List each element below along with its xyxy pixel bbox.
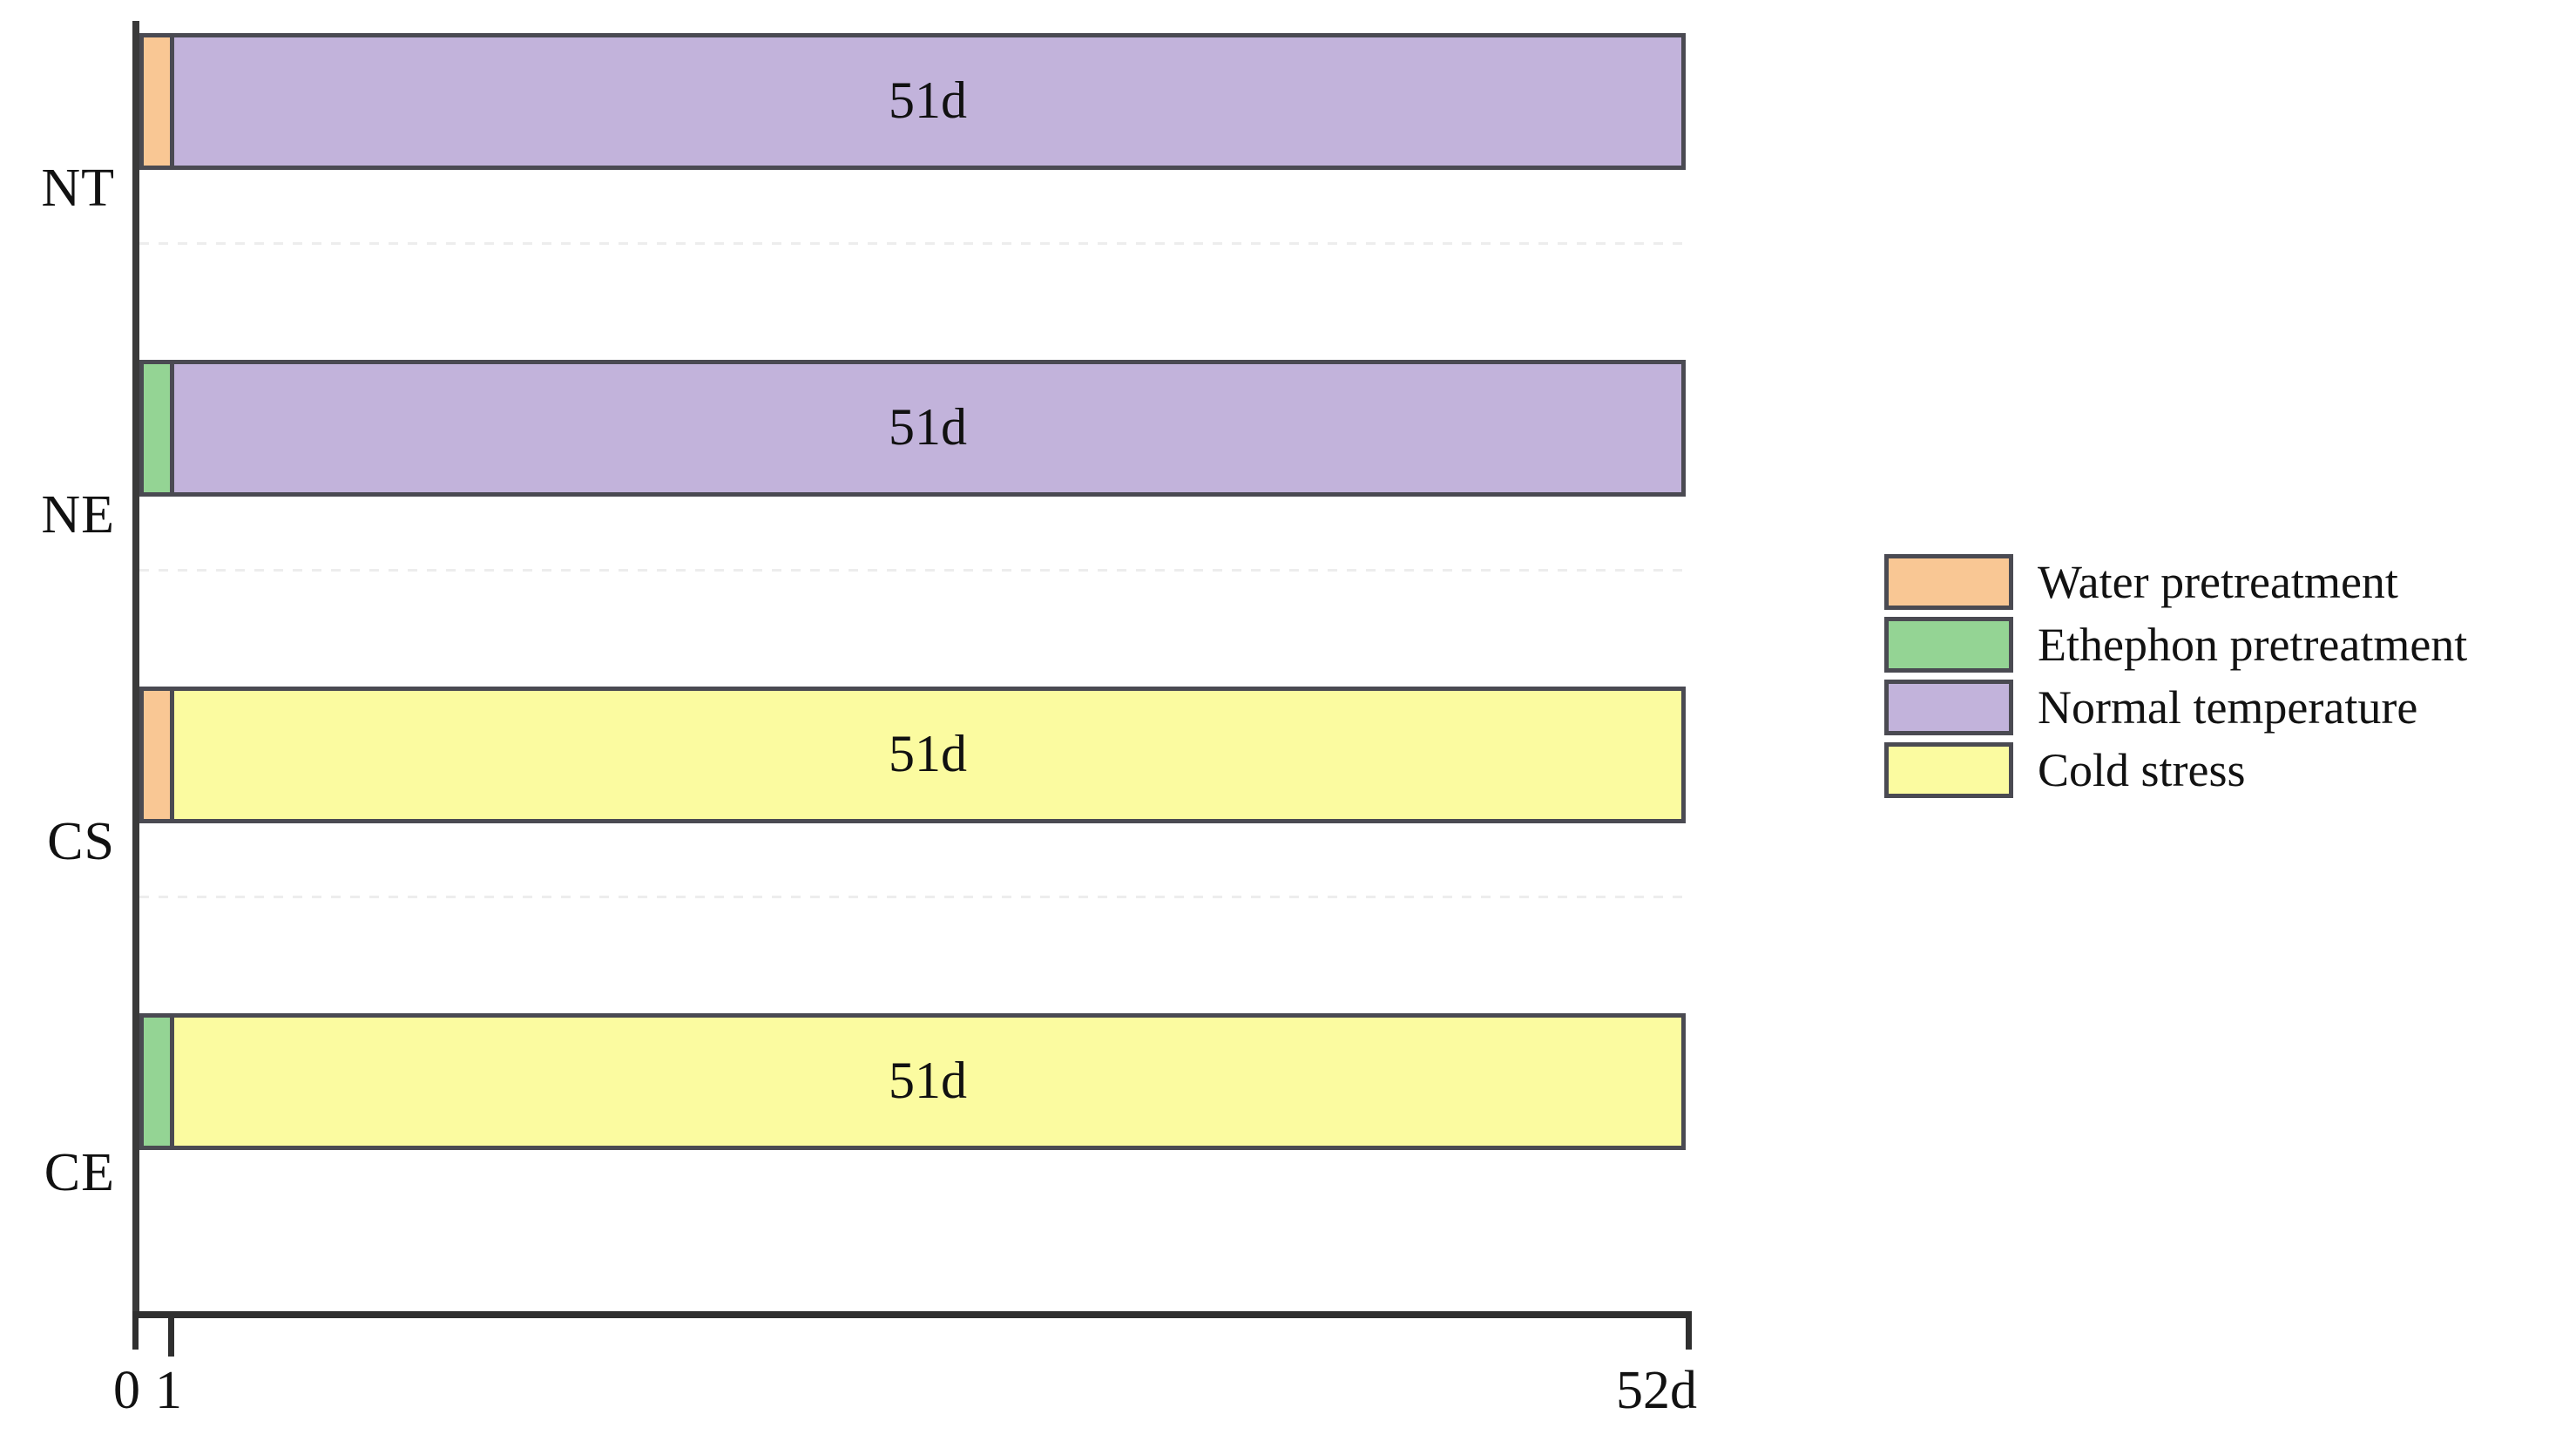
bar-row-ce[interactable]: 51d bbox=[139, 1013, 1686, 1150]
bar-label-nt: 51d bbox=[889, 71, 967, 129]
row-separator-2 bbox=[139, 569, 1690, 572]
bar-row-cs[interactable]: 51d bbox=[139, 687, 1686, 823]
legend-swatch-water-pretreatment bbox=[1884, 554, 2013, 610]
y-axis-label-ce: CE bbox=[44, 1143, 115, 1202]
x-tick-label-52d: 52d bbox=[1616, 1361, 1697, 1420]
legend-swatch-normal-temperature bbox=[1884, 680, 2013, 735]
x-axis-left-endcap bbox=[132, 1311, 139, 1350]
legend-item-ethephon-pretreatment[interactable]: Ethephon pretreatment bbox=[1884, 613, 2467, 676]
legend-label-cold-stress: Cold stress bbox=[2038, 744, 2246, 796]
x-axis-tick-1 bbox=[168, 1318, 174, 1357]
bar-segment-nt-normal-temperature[interactable]: 51d bbox=[170, 33, 1686, 170]
row-separator-3 bbox=[139, 896, 1690, 898]
bar-label-ce: 51d bbox=[889, 1051, 967, 1109]
y-axis-label-ne: NE bbox=[41, 485, 115, 545]
legend-label-ethephon-pretreatment: Ethephon pretreatment bbox=[2038, 619, 2468, 671]
bar-segment-ce-ethephon-pretreatment[interactable] bbox=[139, 1013, 174, 1150]
y-axis-spine bbox=[132, 21, 139, 1316]
legend-swatch-ethephon-pretreatment bbox=[1884, 617, 2013, 673]
bar-segment-nt-water-pretreatment[interactable] bbox=[139, 33, 174, 170]
legend-swatch-cold-stress bbox=[1884, 742, 2013, 798]
legend-item-normal-temperature[interactable]: Normal temperature bbox=[1884, 676, 2467, 739]
legend-label-normal-temperature: Normal temperature bbox=[2038, 681, 2418, 734]
bar-segment-ne-ethephon-pretreatment[interactable] bbox=[139, 360, 174, 497]
legend-item-cold-stress[interactable]: Cold stress bbox=[1884, 739, 2467, 802]
x-tick-label-1: 1 bbox=[155, 1361, 182, 1420]
legend-label-water-pretreatment: Water pretreatment bbox=[2038, 556, 2398, 608]
y-axis-label-nt: NT bbox=[41, 159, 115, 218]
x-axis-spine bbox=[132, 1311, 1692, 1318]
bar-row-nt[interactable]: 51d bbox=[139, 33, 1686, 170]
legend-item-water-pretreatment[interactable]: Water pretreatment bbox=[1884, 551, 2467, 613]
legend: Water pretreatment Ethephon pretreatment… bbox=[1884, 551, 2467, 802]
row-separator-1 bbox=[139, 242, 1690, 245]
x-axis-right-endcap bbox=[1686, 1311, 1692, 1350]
bar-segment-cs-water-pretreatment[interactable] bbox=[139, 687, 174, 823]
bar-row-ne[interactable]: 51d bbox=[139, 360, 1686, 497]
bar-segment-cs-cold-stress[interactable]: 51d bbox=[170, 687, 1686, 823]
bar-segment-ne-normal-temperature[interactable]: 51d bbox=[170, 360, 1686, 497]
bar-label-cs: 51d bbox=[889, 724, 967, 782]
y-axis-label-cs: CS bbox=[47, 812, 115, 871]
bar-label-ne: 51d bbox=[889, 397, 967, 456]
bar-segment-ce-cold-stress[interactable]: 51d bbox=[170, 1013, 1686, 1150]
x-tick-label-0: 0 bbox=[113, 1361, 140, 1420]
